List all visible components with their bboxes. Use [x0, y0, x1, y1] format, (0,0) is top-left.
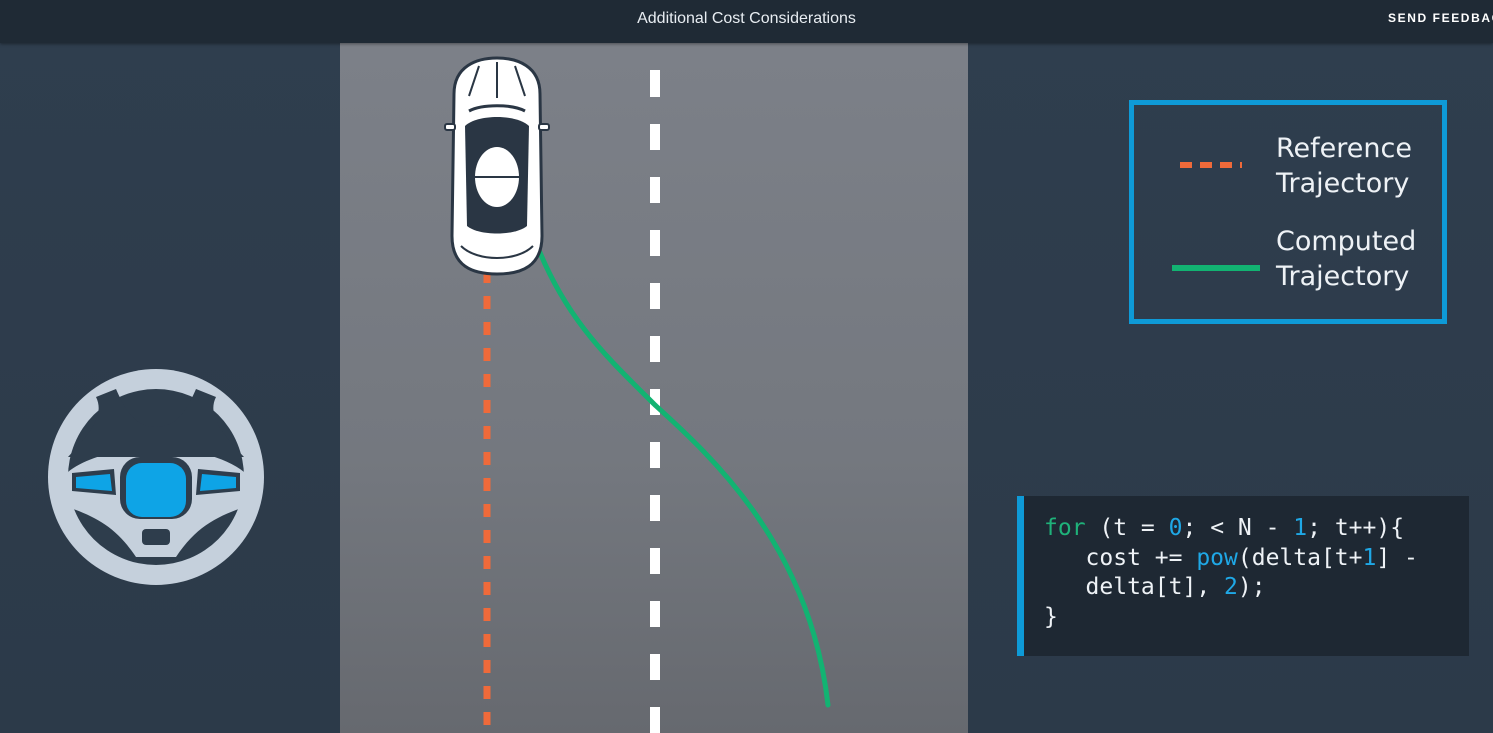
code-number: 0 [1168, 515, 1183, 541]
code-keyword-for: for [1044, 515, 1086, 541]
code-token: ; t++){ [1307, 515, 1405, 541]
code-text: for (t = 0; < N - 1; t++){ cost += pow(d… [1044, 514, 1418, 632]
code-number: 1 [1293, 515, 1308, 541]
car-top-view-icon [444, 56, 550, 276]
page-title: Additional Cost Considerations [637, 10, 856, 27]
steering-wheel-icon [48, 369, 264, 585]
reference-label-line1: Reference [1276, 133, 1412, 164]
top-bar: Additional Cost Considerations SEND FEED… [0, 0, 1493, 43]
code-number: 1 [1362, 544, 1377, 571]
code-token: ); [1237, 574, 1266, 600]
computed-label-line1: Computed [1276, 226, 1417, 257]
reference-trajectory-swatch [1180, 162, 1242, 168]
trajectory-legend: Reference Trajectory Computed Trajectory [1129, 100, 1447, 324]
code-token: ] - [1376, 544, 1418, 571]
code-token: cost += [1044, 544, 1197, 571]
computed-label-line2: Trajectory [1276, 261, 1410, 292]
code-token: (t = [1085, 515, 1169, 541]
code-token: delta[t], [1044, 574, 1225, 600]
code-token: ; < N - [1182, 515, 1294, 541]
send-feedback-button[interactable]: SEND FEEDBACK [1388, 11, 1493, 25]
code-function: pow [1196, 544, 1238, 571]
code-token: (delta[t+ [1237, 544, 1363, 571]
code-token: } [1044, 603, 1058, 630]
code-number: 2 [1224, 574, 1238, 600]
computed-trajectory-swatch [1172, 265, 1260, 271]
code-snippet: for (t = 0; < N - 1; t++){ cost += pow(d… [1017, 496, 1469, 656]
reference-label-line2: Trajectory [1276, 168, 1410, 199]
computed-trajectory [532, 237, 831, 708]
